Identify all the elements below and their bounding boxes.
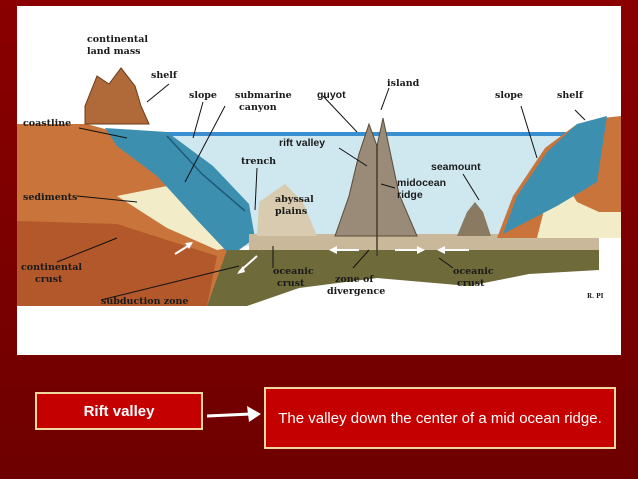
oceanic-crust — [207, 250, 599, 306]
label-leader-lines — [56, 83, 586, 301]
label-abyssal-plains-1: abyssal — [275, 194, 314, 205]
definition-box: The valley down the center of a mid ocea… — [264, 387, 616, 449]
label-continental-land-mass-2: land mass — [87, 46, 141, 57]
label-slope-right: slope — [495, 90, 523, 101]
label-coastline: coastline — [23, 118, 71, 129]
label-oceanic-crust-right-2: crust — [457, 278, 485, 289]
label-midocean-ridge-2: ridge — [397, 189, 423, 201]
continental-land-mass — [84, 67, 150, 125]
term-box: Rift valley — [35, 392, 203, 430]
label-subduction-zone: subduction zone — [101, 296, 188, 307]
left-sediments — [117, 186, 239, 250]
arrow-right-icon — [206, 406, 261, 422]
label-oceanic-crust-left-1: oceanic — [273, 266, 314, 277]
label-shelf-left: shelf — [151, 70, 178, 81]
left-continental-slope — [105, 128, 255, 256]
submarine-canyon-line — [166, 135, 246, 212]
label-submarine-canyon-1: submarine — [235, 90, 292, 101]
plate-motion-arrowheads — [185, 242, 445, 274]
label-slope-left: slope — [189, 90, 217, 101]
label-sediments: sediments — [23, 192, 77, 203]
label-zone-of-divergence-2: divergence — [327, 286, 385, 297]
label-midocean-ridge-1: midocean — [397, 177, 446, 189]
label-oceanic-crust-left-2: crust — [277, 278, 305, 289]
label-continental-crust-1: continental — [21, 262, 82, 273]
abyssal-plain-hill — [257, 184, 317, 236]
label-seamount: seamount — [431, 161, 481, 173]
ocean-floor-diagram: continental land mass shelf slope submar… — [17, 6, 621, 355]
label-credit: R. PI — [587, 293, 604, 300]
label-continental-land-mass-1: continental — [87, 34, 148, 45]
label-trench: trench — [241, 156, 276, 167]
label-island: island — [387, 78, 420, 89]
seamount-shape — [457, 202, 491, 236]
label-continental-crust-2: crust — [35, 274, 63, 285]
label-abyssal-plains-2: plains — [275, 206, 307, 217]
label-rift-valley: rift valley — [279, 137, 325, 149]
label-zone-of-divergence-1: zone of — [335, 274, 374, 285]
label-shelf-right: shelf — [557, 90, 584, 101]
label-oceanic-crust-right-1: oceanic — [453, 266, 494, 277]
left-crust-lower — [17, 221, 217, 306]
mid-ocean-ridge — [334, 117, 418, 237]
right-continental-slope — [503, 116, 607, 234]
label-guyot: guyot — [317, 89, 346, 101]
label-submarine-canyon-2: canyon — [239, 102, 277, 113]
ocean-floor-illustration: continental land mass shelf slope submar… — [17, 34, 621, 307]
